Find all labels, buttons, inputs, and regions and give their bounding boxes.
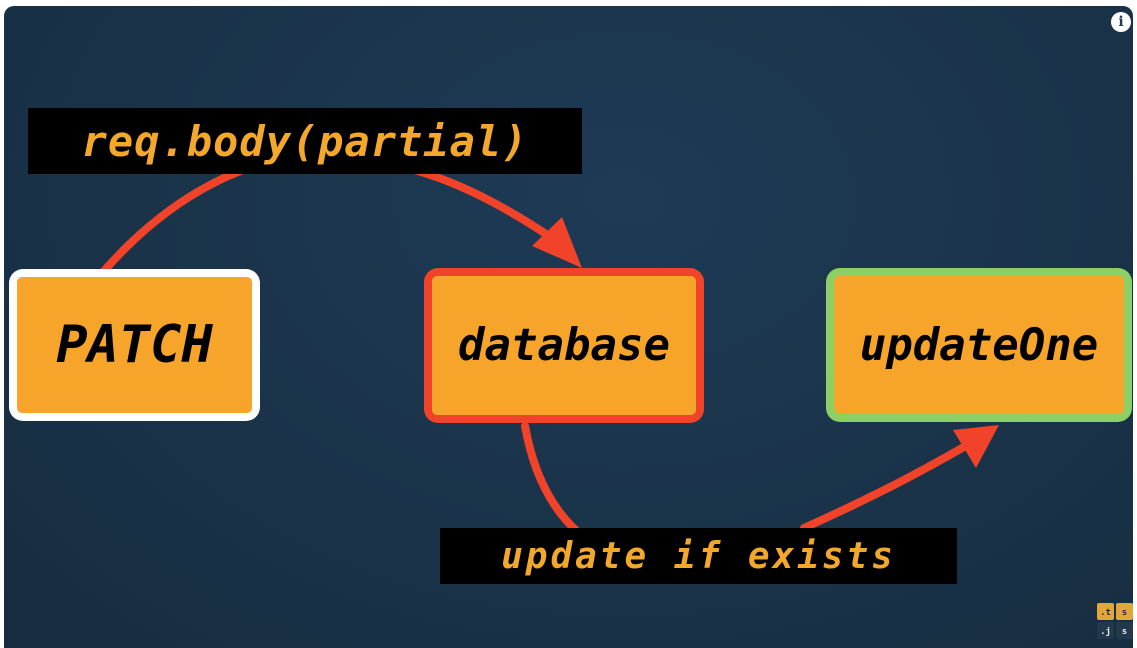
- node-update-one-label: updateOne: [834, 276, 1124, 414]
- logo-cell-2: s: [1116, 603, 1133, 620]
- node-patch: PATCH: [9, 269, 260, 421]
- logo-cell-1: .t: [1097, 603, 1114, 620]
- arrowhead-database: [532, 217, 582, 268]
- edge-label-update-if-exists: update if exists: [440, 528, 957, 584]
- ts-js-logo-icon[interactable]: .t s .j s: [1097, 603, 1133, 639]
- node-database: database: [424, 268, 704, 423]
- arrowhead-update-one: [953, 425, 999, 468]
- logo-cell-3: .j: [1097, 622, 1114, 639]
- logo-cell-4: s: [1116, 622, 1133, 639]
- node-patch-label: PATCH: [17, 277, 252, 413]
- info-icon[interactable]: i: [1111, 12, 1131, 32]
- arrow-database-to-update-one: [521, 422, 973, 545]
- node-update-one: updateOne: [826, 268, 1132, 422]
- edge-label-request-body: req.body(partial): [28, 108, 582, 174]
- node-database-label: database: [432, 276, 696, 415]
